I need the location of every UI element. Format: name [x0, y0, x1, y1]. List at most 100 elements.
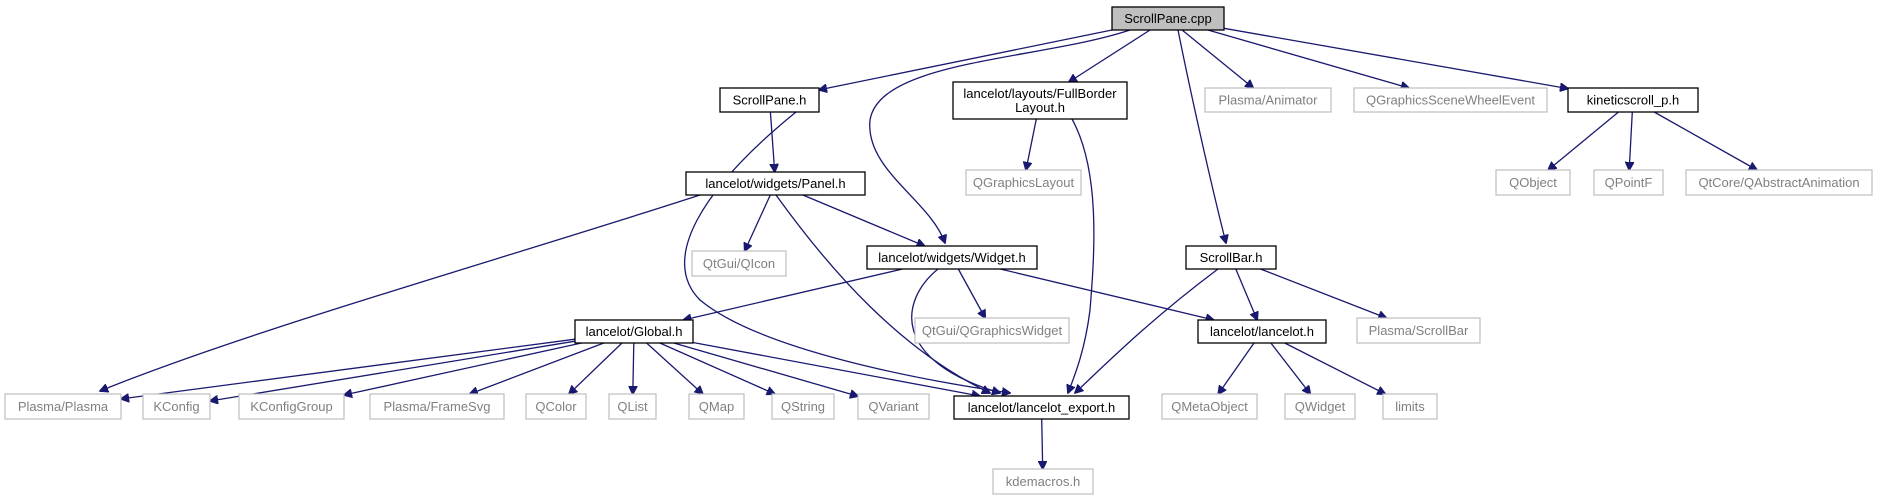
edge-lancelot_h-to-limits [1284, 342, 1386, 394]
edge-kineticscroll_p_h-to-qpointf [1629, 111, 1632, 170]
node-box [1284, 393, 1356, 420]
node-box [1356, 317, 1481, 344]
edge-widget_h-to-lancelot_export_h [911, 268, 1000, 393]
node-label: lancelot/layouts/FullBorder [963, 86, 1117, 101]
node-label: KConfigGroup [250, 399, 332, 414]
edge-fullborderlayout_h-to-qgraphicslayout [1026, 118, 1037, 170]
node-lancelot_export_h[interactable]: lancelot/lancelot_export.h [953, 395, 1130, 420]
node-box [965, 169, 1082, 196]
node-qabstractanimation: QtCore/QAbstractAnimation [1685, 169, 1873, 196]
edges-layer [100, 27, 1757, 469]
node-box [369, 393, 505, 420]
node-scrollpane_h[interactable]: ScrollPane.h [719, 87, 820, 113]
node-label: ScrollPane.h [733, 93, 807, 108]
node-box [914, 317, 1070, 344]
node-label: QPointF [1605, 175, 1653, 190]
node-label: Plasma/Animator [1219, 93, 1319, 108]
node-qmetaobject: QMetaObject [1161, 393, 1258, 420]
edge-scrollpane_cpp-to-scrollpane_h [819, 29, 1113, 90]
node-lancelot_h[interactable]: lancelot/lancelot.h [1197, 319, 1327, 344]
node-box [238, 393, 345, 420]
node-box [1197, 319, 1327, 344]
edge-global_h-to-plasma_framesvg [470, 342, 605, 394]
node-qgraphicslayout: QGraphicsLayout [965, 169, 1082, 196]
node-box [953, 395, 1130, 420]
node-box [952, 81, 1128, 120]
node-label: QObject [1509, 175, 1557, 190]
edge-widget_h-to-qgraphicswidget [957, 268, 985, 318]
node-box [1495, 169, 1571, 196]
edge-widget_h-to-lancelot_h [1000, 268, 1214, 320]
node-limits: limits [1382, 393, 1438, 420]
node-box [685, 171, 866, 196]
edge-global_h-to-qcolor [569, 342, 623, 394]
edge-kineticscroll_p_h-to-qobject [1548, 111, 1619, 170]
node-plasma_animator: Plasma/Animator [1204, 87, 1332, 113]
node-box [525, 393, 587, 420]
edge-global_h-to-qvariant [673, 342, 858, 396]
node-label: QGraphicsLayout [973, 175, 1075, 190]
node-label: lancelot/lancelot_export.h [968, 400, 1115, 415]
edge-lancelot_h-to-qmetaobject [1218, 342, 1255, 394]
node-box [1593, 169, 1664, 196]
node-label: QList [617, 399, 648, 414]
node-box [1185, 245, 1277, 270]
node-label: ScrollBar.h [1200, 250, 1263, 265]
node-box [4, 393, 122, 420]
node-qcolor: QColor [525, 393, 587, 420]
node-label: QColor [535, 399, 577, 414]
node-scrollbar_h[interactable]: ScrollBar.h [1185, 245, 1277, 270]
node-label: QGraphicsSceneWheelEvent [1366, 93, 1535, 108]
node-plasma_framesvg: Plasma/FrameSvg [369, 393, 505, 420]
edge-scrollpane_cpp-to-fullborderlayout_h [1069, 29, 1151, 82]
node-qmap: QMap [688, 393, 745, 420]
node-qobject: QObject [1495, 169, 1571, 196]
edge-scrollpane_h-to-panel_h [770, 111, 774, 172]
edge-lancelot_h-to-qwidget [1270, 342, 1310, 394]
node-qicon: QtGui/QIcon [691, 250, 787, 277]
node-label: Plasma/Plasma [18, 399, 109, 414]
node-box [1111, 6, 1225, 31]
node-box [1353, 87, 1548, 113]
node-scrollpane_cpp[interactable]: ScrollPane.cpp [1111, 6, 1225, 31]
node-qstring: QString [771, 393, 835, 420]
edge-scrollpane_cpp-to-scrollbar_h [1177, 29, 1226, 243]
node-qvariant: QVariant [857, 393, 930, 420]
node-kconfiggroup: KConfigGroup [238, 393, 345, 420]
edge-widget_h-to-global_h [683, 268, 903, 320]
node-box [574, 319, 694, 344]
node-label: limits [1395, 399, 1425, 414]
node-label: Layout.h [1015, 100, 1065, 115]
node-global_h[interactable]: lancelot/Global.h [574, 319, 694, 344]
node-plasma_plasma: Plasma/Plasma [4, 393, 122, 420]
node-label: QMetaObject [1171, 399, 1248, 414]
edge-global_h-to-kconfiggroup [344, 342, 582, 395]
node-qwidget: QWidget [1284, 393, 1356, 420]
edge-scrollpane_cpp-to-kineticscroll_p_h [1223, 27, 1568, 88]
node-box [688, 393, 745, 420]
node-qpointf: QPointF [1593, 169, 1664, 196]
node-label: ScrollPane.cpp [1124, 11, 1211, 26]
node-widget_h[interactable]: lancelot/widgets/Widget.h [866, 245, 1038, 270]
edge-kineticscroll_p_h-to-qabstractanimation [1653, 111, 1757, 170]
edge-global_h-to-kconfig [210, 340, 576, 401]
edge-global_h-to-plasma_plasma [121, 338, 576, 399]
node-plasma_scrollbar: Plasma/ScrollBar [1356, 317, 1481, 344]
edge-panel_h-to-qicon [745, 194, 771, 251]
node-label: Plasma/FrameSvg [384, 399, 491, 414]
node-box [1567, 87, 1699, 113]
node-box [1382, 393, 1438, 420]
node-box [857, 393, 930, 420]
edge-global_h-to-qmap [646, 342, 703, 394]
node-kdemacros_h: kdemacros.h [992, 468, 1094, 495]
node-kineticscroll_p_h[interactable]: kineticscroll_p.h [1567, 87, 1699, 113]
node-label: lancelot/lancelot.h [1210, 324, 1314, 339]
node-qgraphicswidget: QtGui/QGraphicsWidget [914, 317, 1070, 344]
edge-panel_h-to-widget_h [802, 194, 925, 246]
node-panel_h[interactable]: lancelot/widgets/Panel.h [685, 171, 866, 196]
node-label: QtCore/QAbstractAnimation [1698, 175, 1859, 190]
node-box [608, 393, 657, 420]
edge-scrollpane_cpp-to-widget_h [869, 29, 1131, 243]
